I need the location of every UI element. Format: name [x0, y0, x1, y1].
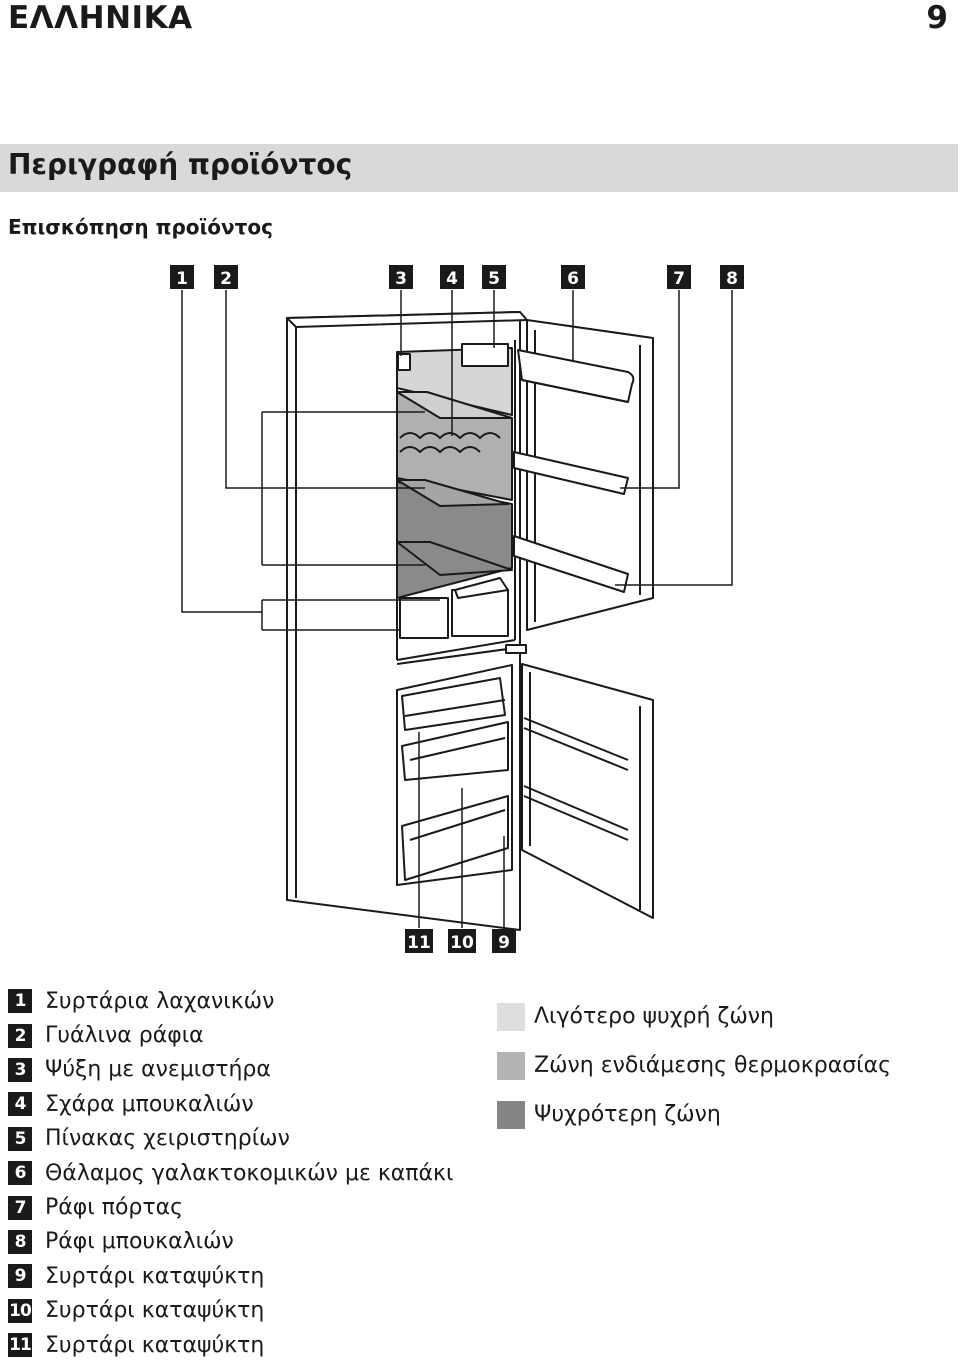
- zone-item: Ψυχρότερη ζώνη: [497, 1090, 947, 1139]
- callout-label: 10: [450, 933, 474, 953]
- fridge-diagram: 1 2 3 4 5 6 7 8 11 10 9: [0, 250, 960, 970]
- temperature-zones-legend: Λιγότερο ψυχρή ζώνη Ζώνη ενδιάμεσης θερμ…: [497, 992, 947, 1139]
- subsection-title: Επισκόπηση προϊόντος: [8, 215, 274, 239]
- callout-badge: [214, 265, 238, 289]
- legend-item: 5 Πίνακας χειριστηρίων: [8, 1122, 478, 1156]
- callout-badge: [720, 265, 744, 289]
- section-title: Περιγραφή προϊόντος: [8, 148, 353, 181]
- header-language: ΕΛΛΗΝΙΚΑ: [8, 0, 193, 36]
- legend-item: 2 Γυάλινα ράφια: [8, 1018, 478, 1052]
- section-title-bar: [0, 144, 958, 192]
- zone-label: Ψυχρότερη ζώνη: [534, 1102, 721, 1127]
- legend-number: 6: [8, 1161, 32, 1186]
- legend-number: 7: [8, 1195, 32, 1220]
- legend-number: 2: [8, 1023, 32, 1048]
- legend-number: 10: [8, 1298, 32, 1323]
- legend-item: 4 Σχάρα μπουκαλιών: [8, 1087, 478, 1121]
- page-number: 9: [926, 0, 948, 36]
- legend-label: Ράφι μπουκαλιών: [45, 1229, 234, 1255]
- legend-number: 4: [8, 1092, 32, 1117]
- leader-lines: [181, 290, 733, 928]
- legend-item: 9 Συρτάρι καταψύκτη: [8, 1259, 478, 1293]
- legend-label: Ψύξη με ανεμιστήρα: [45, 1057, 271, 1083]
- legend-label: Ράφι πόρτας: [45, 1195, 184, 1221]
- callout-label: 2: [220, 269, 232, 289]
- zone-swatch: [497, 1051, 525, 1080]
- callout-badge: [561, 265, 585, 289]
- legend-item: 8 Ράφι μπουκαλιών: [8, 1225, 478, 1259]
- callout-badge: [492, 929, 516, 953]
- legend-item: 10 Συρτάρι καταψύκτη: [8, 1294, 478, 1328]
- zone-swatch: [497, 1100, 525, 1129]
- legend-item: 7 Ράφι πόρτας: [8, 1190, 478, 1224]
- callout-labels: 1 2 3 4 5 6 7 8 11 10 9: [176, 269, 738, 953]
- fridge-illustration: 1 2 3 4 5 6 7 8 11 10 9: [170, 265, 744, 953]
- zone-swatch: [497, 1002, 525, 1031]
- zone-label: Ζώνη ενδιάμεσης θερμοκρασίας: [534, 1053, 891, 1078]
- callout-label: 1: [176, 269, 188, 289]
- zone-label: Λιγότερο ψυχρή ζώνη: [534, 1004, 775, 1029]
- legend-item: 6 Θάλαμος γαλακτοκομικών με καπάκι: [8, 1156, 478, 1190]
- legend-label: Θάλαμος γαλακτοκομικών με καπάκι: [45, 1160, 454, 1186]
- freezer-door: [521, 663, 654, 919]
- legend-number: 1: [8, 989, 32, 1014]
- callout-badge: [667, 265, 691, 289]
- callout-label: 8: [726, 269, 738, 289]
- callout-label: 5: [488, 269, 500, 289]
- callout-label: 7: [673, 269, 685, 289]
- callout-badge: [405, 929, 433, 953]
- callout-badges: [170, 265, 744, 953]
- callout-badge: [482, 265, 506, 289]
- callout-label: 3: [395, 269, 407, 289]
- legend-label: Γυάλινα ράφια: [45, 1023, 204, 1049]
- callout-label: 9: [498, 933, 510, 953]
- callout-badge: [389, 265, 413, 289]
- legend-item: 1 Συρτάρια λαχανικών: [8, 984, 478, 1018]
- legend-number: 3: [8, 1057, 32, 1082]
- legend-number: 11: [8, 1333, 32, 1358]
- legend-number: 9: [8, 1264, 32, 1289]
- legend-label: Συρτάρια λαχανικών: [45, 988, 275, 1014]
- callout-badge: [440, 265, 464, 289]
- legend-label: Συρτάρι καταψύκτη: [45, 1263, 265, 1289]
- parts-legend: 1 Συρτάρια λαχανικών 2 Γυάλινα ράφια 3 Ψύξη…: [8, 984, 478, 1362]
- zone-item: Λιγότερο ψυχρή ζώνη: [497, 992, 947, 1041]
- callout-label: 11: [407, 933, 431, 953]
- legend-label: Συρτάρι καταψύκτη: [45, 1332, 265, 1358]
- legend-item: 11 Συρτάρι καταψύκτη: [8, 1328, 478, 1362]
- callout-label: 6: [567, 269, 579, 289]
- callout-badge: [448, 929, 476, 953]
- legend-number: 5: [8, 1126, 32, 1151]
- callout-badge: [170, 265, 194, 289]
- legend-label: Σχάρα μπουκαλιών: [45, 1091, 254, 1117]
- legend-item: 3 Ψύξη με ανεμιστήρα: [8, 1053, 478, 1087]
- callout-label: 4: [446, 269, 458, 289]
- legend-label: Πίνακας χειριστηρίων: [45, 1126, 290, 1152]
- legend-number: 8: [8, 1229, 32, 1254]
- legend-label: Συρτάρι καταψύκτη: [45, 1298, 265, 1324]
- zone-item: Ζώνη ενδιάμεσης θερμοκρασίας: [497, 1041, 947, 1090]
